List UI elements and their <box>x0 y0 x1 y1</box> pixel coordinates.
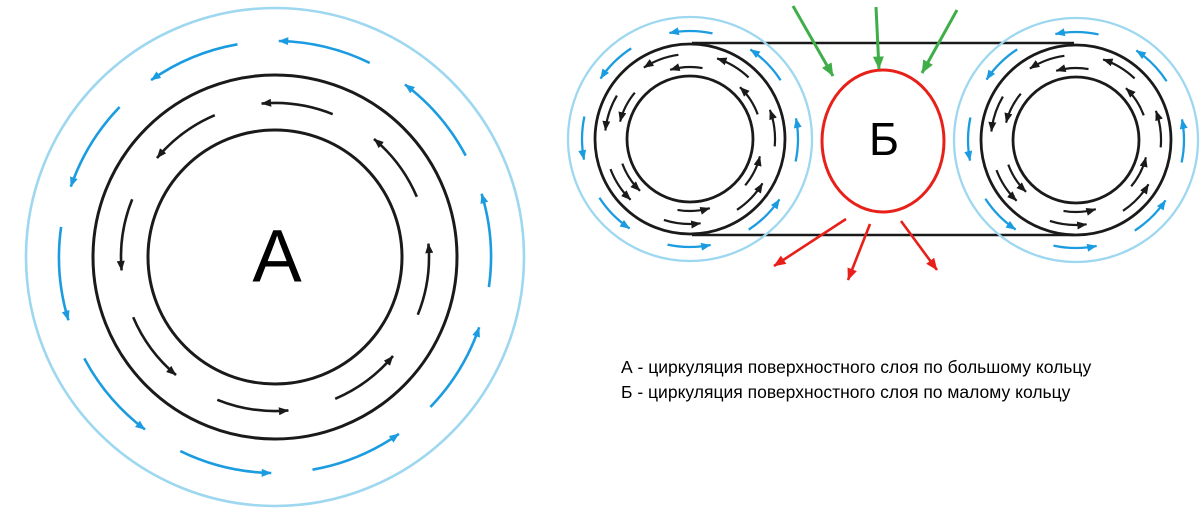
small-ring-blue-flow-arrow <box>1053 243 1098 252</box>
small-ring-blue-flow-arrow <box>1179 118 1188 163</box>
small-ring-blue-flow-arrow <box>598 197 631 230</box>
small-ring-halo-circle <box>952 16 1200 264</box>
small-ring-outer-circle <box>593 42 787 236</box>
small-ring-blue-flow-arrow <box>1134 199 1167 232</box>
small-ring-blue-flow-arrow <box>667 242 712 251</box>
small-ring-black-flow-arrow <box>1102 58 1136 80</box>
small-ring-black-flow-arrow <box>1029 54 1065 70</box>
small-ring-black-flow-arrow <box>602 95 618 131</box>
big-ring-black-flow-arrow <box>373 138 418 198</box>
big-ring-label: А <box>252 214 302 298</box>
big-ring-blue-flow-arrow <box>57 226 70 321</box>
small-ring-black-flow-arrow <box>677 206 711 215</box>
small-ring-black-flow-arrow <box>1049 219 1088 230</box>
zone-ellipse <box>820 68 946 214</box>
big-ring-blue-flow-arrow <box>150 43 238 82</box>
small-ring-zone-label: Б <box>868 113 900 165</box>
small-ring-blue-flow-arrow <box>984 198 1017 231</box>
small-ring-black-flow-arrow <box>1130 156 1148 188</box>
small-ring-inner-circle <box>625 74 755 204</box>
small-ring-black-flow-arrow <box>1125 87 1145 116</box>
small-ring-blue-flow-arrow <box>668 27 713 36</box>
outflow-arrow <box>846 223 872 281</box>
big-ring-outer-circle <box>91 73 459 441</box>
small-ring-blue-flow-arrow <box>748 198 781 231</box>
small-ring-black-flow-arrow <box>643 53 679 69</box>
small-ring-inner-circle <box>1011 75 1141 205</box>
small-ring-blue-flow-arrow <box>793 117 802 162</box>
small-ring-black-flow-arrow <box>1004 92 1022 124</box>
big-ring-blue-flow-arrow <box>179 449 272 477</box>
small-ring-black-flow-arrow <box>736 182 764 211</box>
big-ring-blue-flow-arrow <box>404 83 467 157</box>
big-ring-blue-flow-arrow <box>69 106 121 188</box>
big-ring-blue-flow-arrow <box>83 357 146 431</box>
small-ring-black-flow-arrow <box>1122 183 1150 212</box>
small-ring-black-flow-arrow <box>988 96 1004 132</box>
legend: А - циркуляция поверхностного слоя по бо… <box>621 355 1091 405</box>
small-ring-blue-flow-arrow <box>749 48 782 81</box>
big-ring-blue-flow-arrow <box>429 326 481 408</box>
big-ring-black-flow-arrow <box>334 355 394 400</box>
inflow-arrow <box>791 5 835 77</box>
small-ring-black-flow-arrow <box>768 109 777 147</box>
big-ring-halo-circle <box>24 6 526 508</box>
small-ring-blue-flow-arrow <box>985 48 1018 81</box>
big-ring-inner-circle <box>146 128 404 386</box>
big-ring-blue-flow-arrow <box>480 193 493 288</box>
small-ring-black-flow-arrow <box>1063 207 1097 216</box>
inflow-arrow <box>872 6 884 70</box>
small-ring-black-flow-arrow <box>744 155 762 187</box>
big-ring-black-flow-arrow <box>216 398 289 416</box>
small-ring-black-flow-arrow <box>995 169 1018 202</box>
small-ring-halo-circle <box>566 15 814 263</box>
small-ring-blue-flow-arrow <box>1135 49 1168 82</box>
big-ring-black-flow-arrow <box>156 114 216 159</box>
big-ring-black-flow-arrow <box>116 198 134 271</box>
small-ring-blue-flow-arrow <box>1054 28 1099 37</box>
small-ring-black-flow-arrow <box>1055 64 1089 73</box>
small-ring-black-flow-arrow <box>1007 164 1027 193</box>
legend-line-small-ring: Б - циркуляция поверхностного слоя по ма… <box>621 382 1071 402</box>
small-ring-black-flow-arrow <box>609 168 632 201</box>
big-ring-black-flow-arrow <box>261 98 334 116</box>
small-ring-blue-flow-arrow <box>578 116 587 161</box>
small-ring-black-flow-arrow <box>618 91 636 123</box>
small-ring-blue-flow-arrow <box>599 47 632 80</box>
legend-line-big-ring: А - циркуляция поверхностного слоя по бо… <box>621 357 1092 377</box>
inflow-arrow <box>920 9 959 74</box>
small-ring-blue-flow-arrow <box>964 117 973 162</box>
small-ring-black-flow-arrow <box>1154 110 1163 148</box>
small-ring-black-flow-arrow <box>716 57 750 79</box>
small-ring-black-flow-arrow <box>669 63 703 72</box>
outflow-arrow <box>773 217 847 268</box>
big-ring-black-flow-arrow <box>132 316 177 376</box>
small-ring-black-flow-arrow <box>663 218 702 229</box>
outflow-arrow <box>899 220 939 271</box>
big-ring-black-flow-arrow <box>416 243 434 316</box>
small-ring-outer-circle <box>979 43 1173 237</box>
small-ring-black-flow-arrow <box>621 163 641 192</box>
big-ring-blue-flow-arrow <box>312 432 400 471</box>
small-ring-black-flow-arrow <box>739 86 759 115</box>
big-ring-blue-flow-arrow <box>278 37 371 65</box>
